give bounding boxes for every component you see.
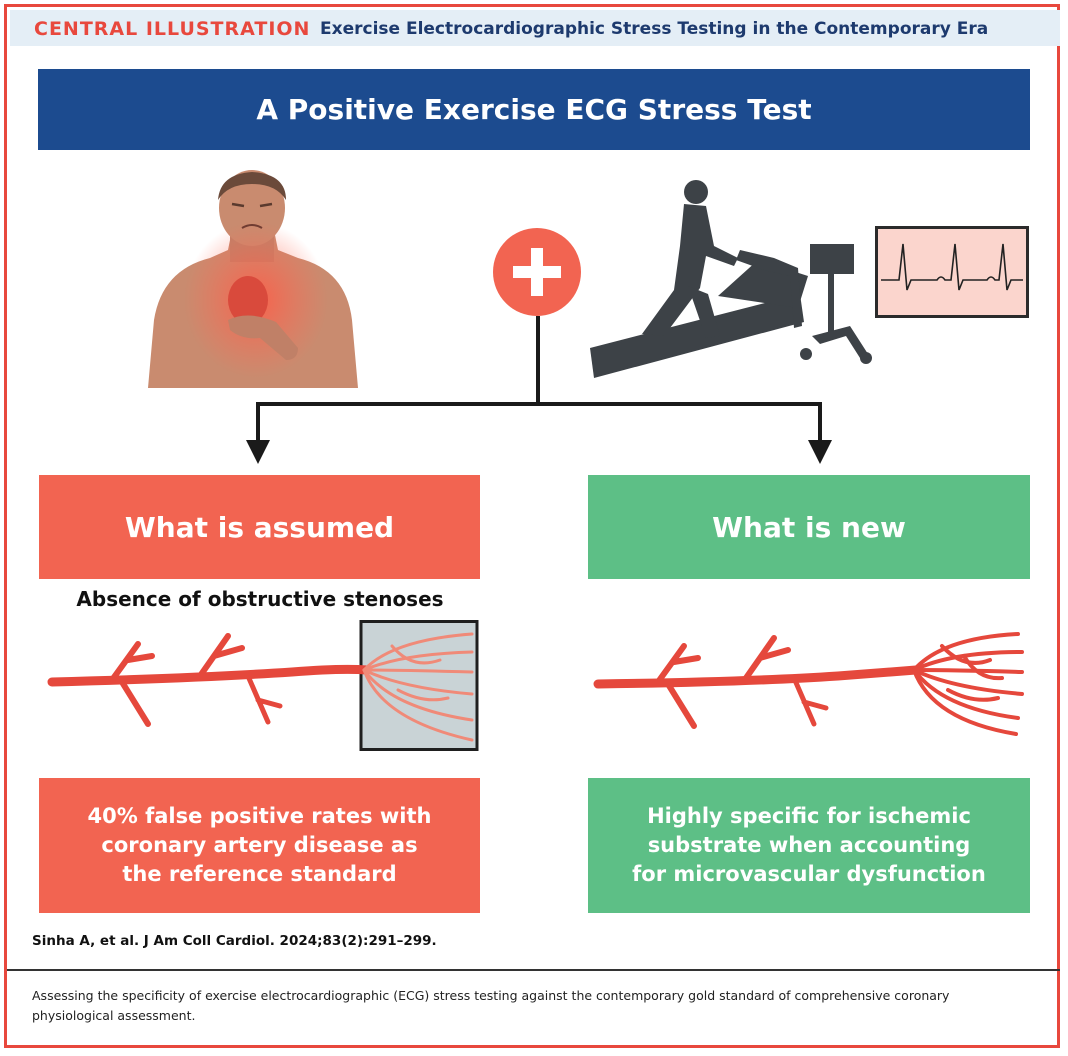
plus-icon — [493, 228, 581, 316]
assumed-body: 40% false positive rates with coronary a… — [87, 804, 432, 886]
arrow-right-icon — [808, 440, 832, 464]
treadmill-icon — [590, 180, 872, 378]
assumed-subheading: Absence of obstructive stenoses — [76, 587, 444, 611]
chest-pain-patient-icon — [148, 170, 358, 388]
new-body: Highly specific for ischemic substrate w… — [632, 804, 986, 886]
caption: Assessing the specificity of exercise el… — [32, 988, 950, 1023]
ecg-monitor-icon — [875, 226, 1029, 318]
assumed-heading: What is assumed — [124, 510, 395, 544]
header-bar: CENTRAL ILLUSTRATION Exercise Electrocar… — [10, 10, 1060, 46]
illustration-frame — [4, 4, 1060, 1048]
banner-title: A Positive Exercise ECG Stress Test — [38, 69, 1030, 150]
arrow-left-icon — [246, 440, 270, 464]
assumed-body-box: 40% false positive rates with coronary a… — [39, 778, 480, 913]
header-label: CENTRAL ILLUSTRATION — [34, 18, 311, 40]
new-heading: What is new — [712, 510, 906, 544]
new-body-box: Highly specific for ischemic substrate w… — [588, 778, 1030, 913]
citation: Sinha A, et al. J Am Coll Cardiol. 2024;… — [32, 933, 437, 949]
new-heading-box: What is new — [588, 475, 1030, 579]
vessel-new-icon — [593, 632, 1024, 736]
assumed-heading-box: What is assumed — [39, 475, 480, 579]
vessel-assumed-icon — [47, 620, 479, 751]
divider — [7, 969, 1060, 971]
header-title: Exercise Electrocardiographic Stress Tes… — [320, 19, 989, 39]
